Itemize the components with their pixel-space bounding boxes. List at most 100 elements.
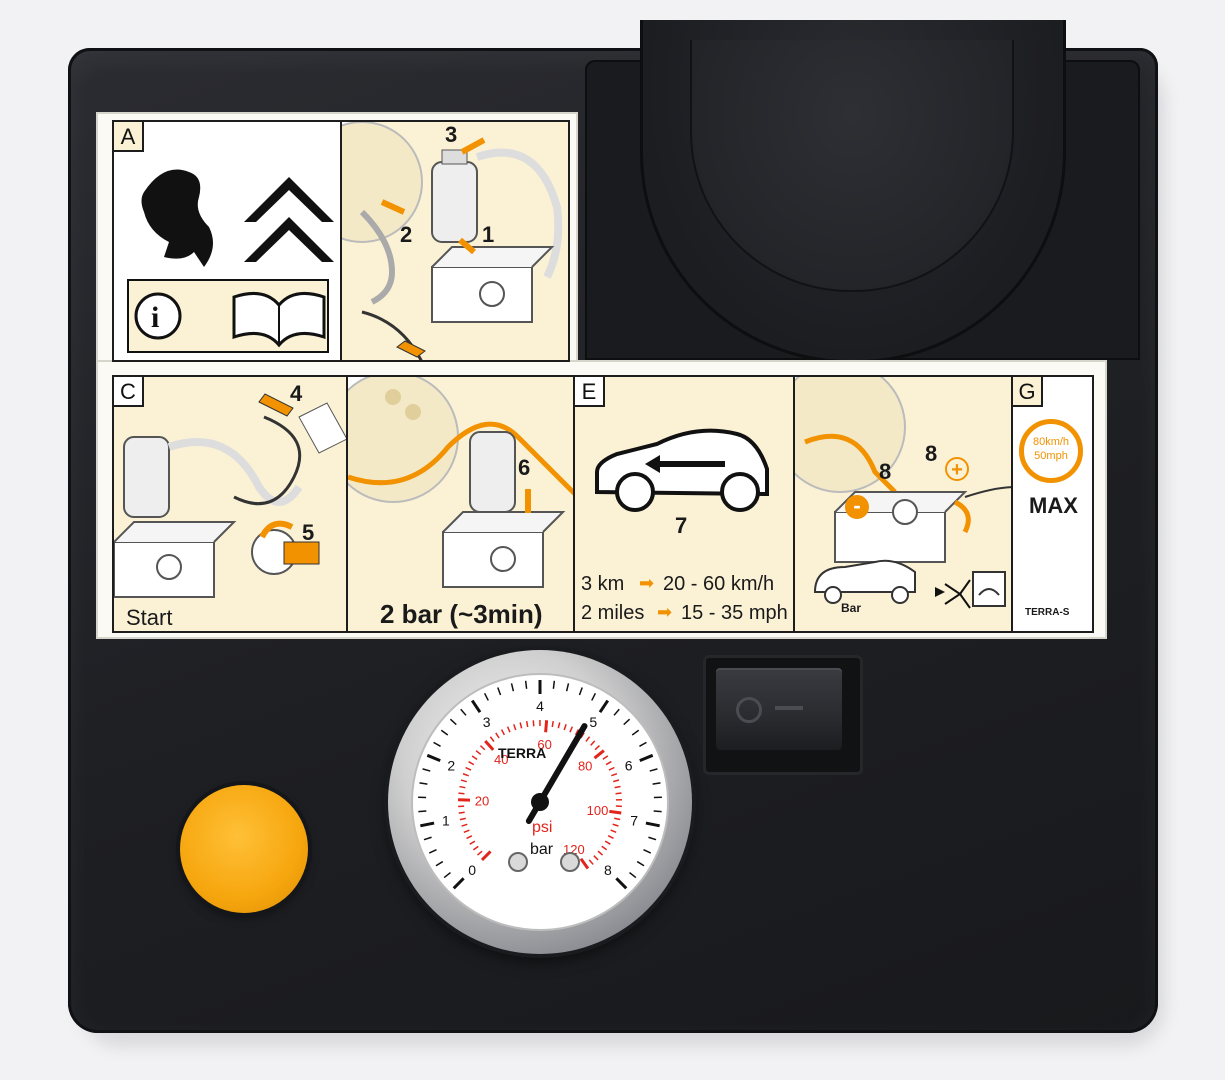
gauge-screw-right-icon [560,852,580,872]
psi-tick [479,745,486,751]
arrow-km-icon: ➡ [639,573,655,593]
psi-tick-label: 60 [537,737,551,752]
bar-tick [615,877,628,890]
max-label: MAX [1029,493,1078,518]
start-label: Start [126,605,173,630]
bar-tick [440,729,449,736]
bar-tick [578,687,583,696]
bar-tick [653,810,662,813]
psi-tick [590,740,596,746]
bar-tick [443,871,451,879]
bar-tick [460,708,467,716]
bar-tick [623,718,631,726]
bar-tick-label: 7 [630,813,638,829]
deflate-button[interactable] [180,785,308,913]
speed-limit-kmh: 80km/h [1032,436,1070,448]
psi-tick-label: 80 [578,759,592,774]
bar-tick [565,683,570,692]
distance-km: 3 km [581,573,625,595]
psi-tick [551,720,554,728]
bar-label: Bar [841,601,862,615]
psi-tick [477,850,483,856]
bar-tick [639,753,654,763]
step-7-label: 7 [675,513,688,538]
psi-tick [585,736,591,742]
panel-c: C 4 5 Start [112,375,348,633]
psi-tick [525,720,529,728]
bar-tick [483,692,489,701]
psi-tick [506,726,511,733]
psi-tick [574,729,580,736]
psi-tick [484,739,495,751]
psi-tick [579,857,590,870]
arrow-miles-icon: ➡ [657,602,673,622]
brand-label: TERRA-S [1025,607,1070,618]
psi-tick [472,845,479,851]
drive-car-icon [595,428,769,512]
psi-tick [614,817,621,821]
psi-tick [588,859,594,865]
psi-tick [461,823,468,827]
power-off-icon [736,697,762,723]
psi-tick-label: 40 [494,752,508,767]
bar-tick [652,782,661,785]
sealant-bottle-diagram-icon [342,122,563,360]
psi-tick [475,750,482,755]
bar-tick-label: 0 [468,862,476,878]
psi-tick [608,766,615,771]
psi-tick [615,792,622,795]
psi-tick [466,835,473,840]
panel-g: G 80km/h 50mph MAX TERRA-S [1011,375,1094,633]
bar-tick [422,768,431,772]
brand-logos-icon: i [127,169,334,353]
psi-tick [597,850,604,856]
psi-tick [480,850,492,862]
step-8-plus-label: 8 [925,441,938,466]
psi-tick [594,745,601,751]
speed-limit-badge: 80km/h 50mph [1019,419,1083,483]
inflation-diagram-icon [348,377,574,588]
gauge-brand-label: TERRA [498,745,546,761]
panel-f: F 8 8 - + Bar [793,375,1013,633]
bar-tick-label: 6 [625,757,633,773]
psi-tick [460,779,467,783]
gauge-screw-left-icon [508,852,528,872]
psi-tick [458,792,465,795]
plus-terminal-icon: + [945,457,969,481]
psi-tick [463,829,470,834]
psi-tick [613,779,620,783]
psi-tick [458,811,465,814]
panel-letter: G [1013,377,1043,407]
bar-tick [423,836,432,841]
distance-miles: 2 miles [581,602,645,624]
psi-tick [544,720,549,733]
bar-tick [613,708,620,716]
minus-terminal-icon: - [845,495,869,519]
psi-tick [610,829,617,833]
speed-mph: 15 - 35 mph [681,602,788,624]
bar-tick [648,836,657,841]
svg-text:i: i [151,301,159,334]
bar-tick-label: 4 [536,698,544,714]
psi-tick [611,772,618,777]
step-6-label: 6 [518,455,531,480]
gauge-needle-hub [531,793,549,811]
panel-letter: C [114,377,144,407]
bar-tick [420,821,435,828]
bar-tick [435,860,444,867]
psi-tick [602,755,609,760]
bar-tick [418,810,427,813]
psi-tick-label: 100 [587,803,609,818]
step-8-minus-label: 8 [879,459,892,484]
bar-tick-label: 2 [447,757,455,773]
bar-tick [649,768,658,772]
bar-tick [470,699,482,714]
psi-tick [593,855,599,861]
psi-tick [605,760,612,766]
bar-tick [497,687,502,696]
pressure-time-label: 2 bar (~3min) [380,599,543,629]
psi-tick [569,726,574,733]
step-5-label: 5 [302,520,315,545]
psi-tick [519,722,523,729]
bar-tick [426,753,441,763]
